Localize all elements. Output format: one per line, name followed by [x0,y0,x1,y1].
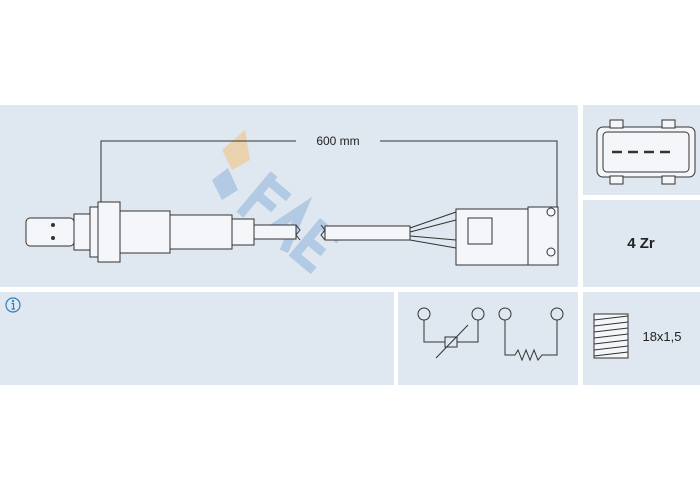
length-label: 600 mm [316,134,359,148]
circuit-symbol-icon [417,307,564,362]
circuit-panel [398,292,578,385]
connector-label: 4 Zr [627,235,655,252]
info-panel [0,292,394,385]
info-icon[interactable] [5,297,21,313]
sensor-body [25,201,559,266]
connector-type-panel [583,200,700,287]
thread-label: 18x1,5 [642,329,681,344]
connector-face-icon [596,119,696,185]
thread-icon [593,313,629,359]
